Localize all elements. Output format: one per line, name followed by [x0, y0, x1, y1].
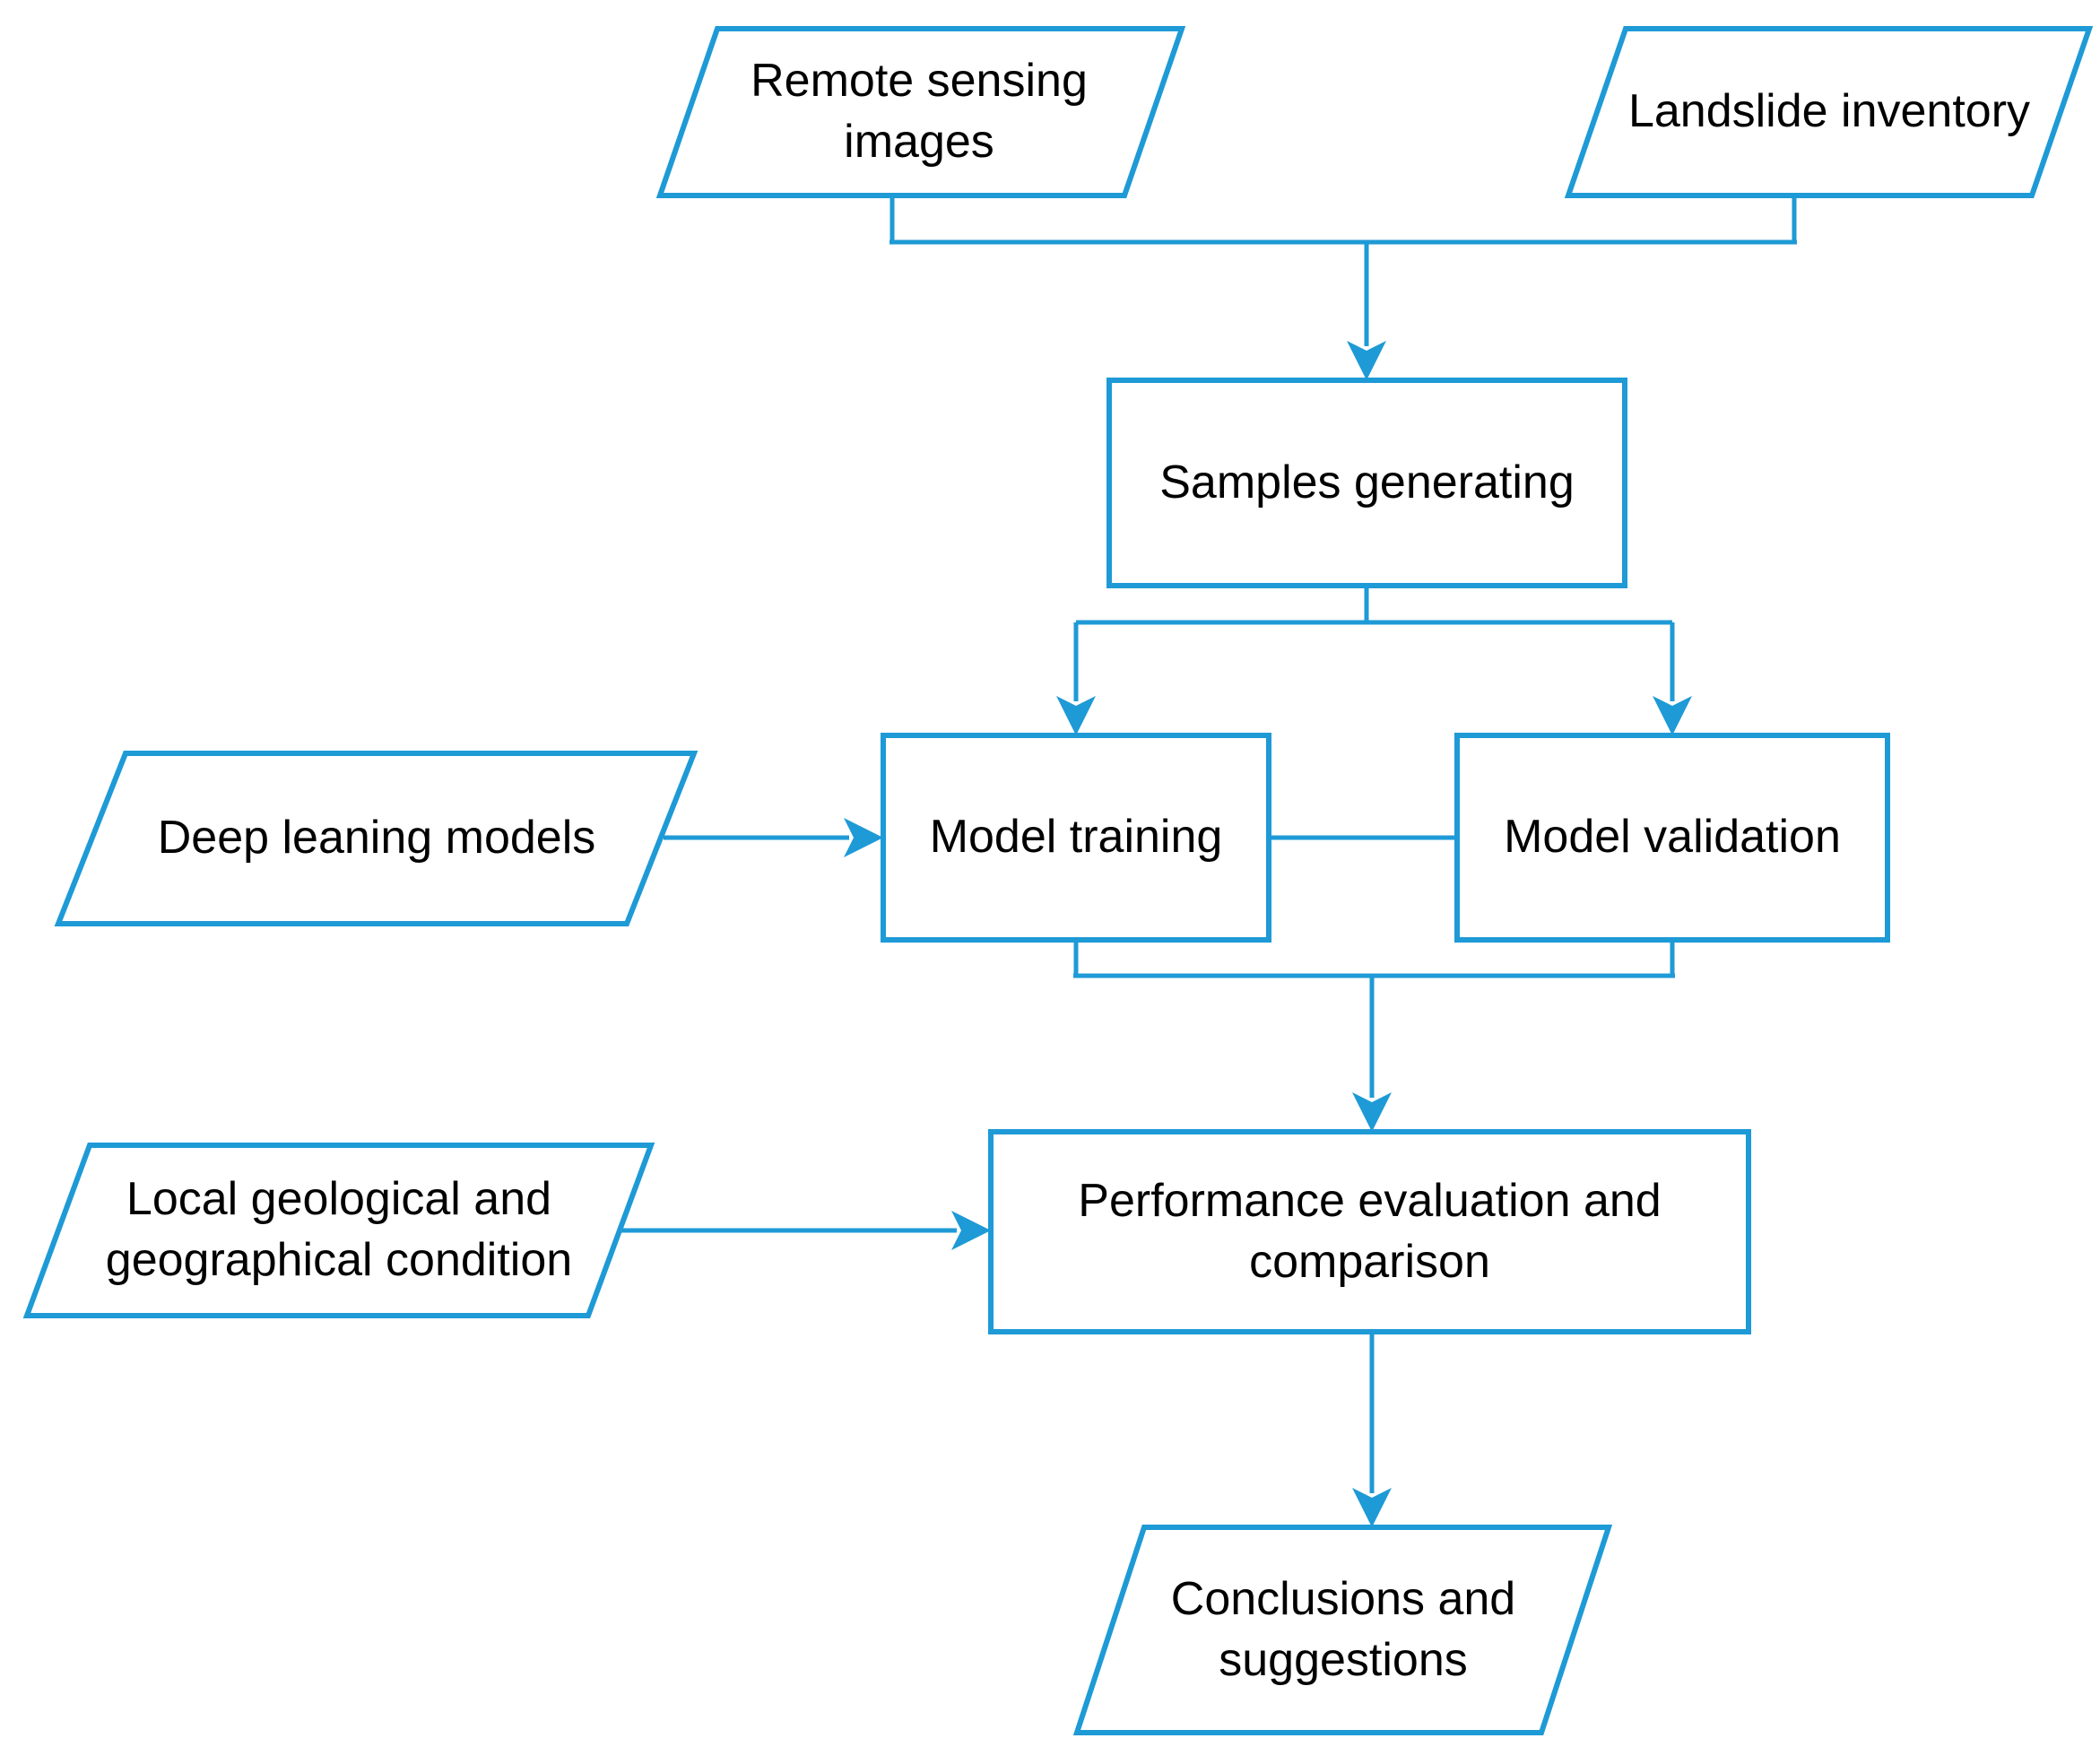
performance-evaluation-shape	[988, 1129, 1751, 1334]
samples-generating-shape	[1106, 378, 1627, 588]
remote-sensing-images-label: Remote sensing images	[751, 55, 1088, 168]
local-condition-shape	[22, 1143, 655, 1318]
edge-deep-models-to-training	[664, 818, 883, 857]
arrowhead-into-model-training	[844, 818, 883, 857]
arrowhead-to-model-validation	[1653, 696, 1692, 735]
performance-evaluation-label: Performance evaluation and comparison	[1078, 1174, 1662, 1288]
edge-models-merge	[1073, 940, 1675, 1132]
local-condition-label: Local geological and geographical condit…	[105, 1173, 573, 1286]
arrowhead-into-performance	[951, 1211, 991, 1250]
deep-learning-models-shape	[54, 751, 699, 926]
landslide-inventory-shape	[1564, 26, 2094, 198]
model-validation-label: Model validation	[1504, 811, 1841, 864]
deep-learning-models-label: Deep leaning models	[157, 812, 596, 865]
arrowhead-to-performance	[1352, 1092, 1392, 1132]
model-validation-shape	[1454, 733, 1890, 943]
remote-sensing-images-shape	[655, 26, 1186, 198]
edge-samples-split	[1056, 586, 1692, 735]
landslide-inventory-label: Landslide inventory	[1627, 85, 2031, 138]
model-training-shape	[881, 733, 1271, 943]
model-training-label: Model training	[929, 811, 1223, 864]
conclusions-shape	[1072, 1525, 1613, 1735]
arrowhead-to-conclusions	[1352, 1488, 1392, 1527]
edge-performance-to-conclusions	[1352, 1332, 1392, 1527]
conclusions-label: Conclusions and suggestions	[1170, 1572, 1516, 1686]
arrowhead-to-model-training	[1056, 696, 1096, 735]
edge-local-condition-to-performance	[620, 1211, 991, 1250]
edge-inputs-merge	[889, 196, 1797, 380]
arrowhead-to-samples-generating	[1347, 341, 1386, 380]
samples-generating-label: Samples generating	[1159, 456, 1575, 508]
